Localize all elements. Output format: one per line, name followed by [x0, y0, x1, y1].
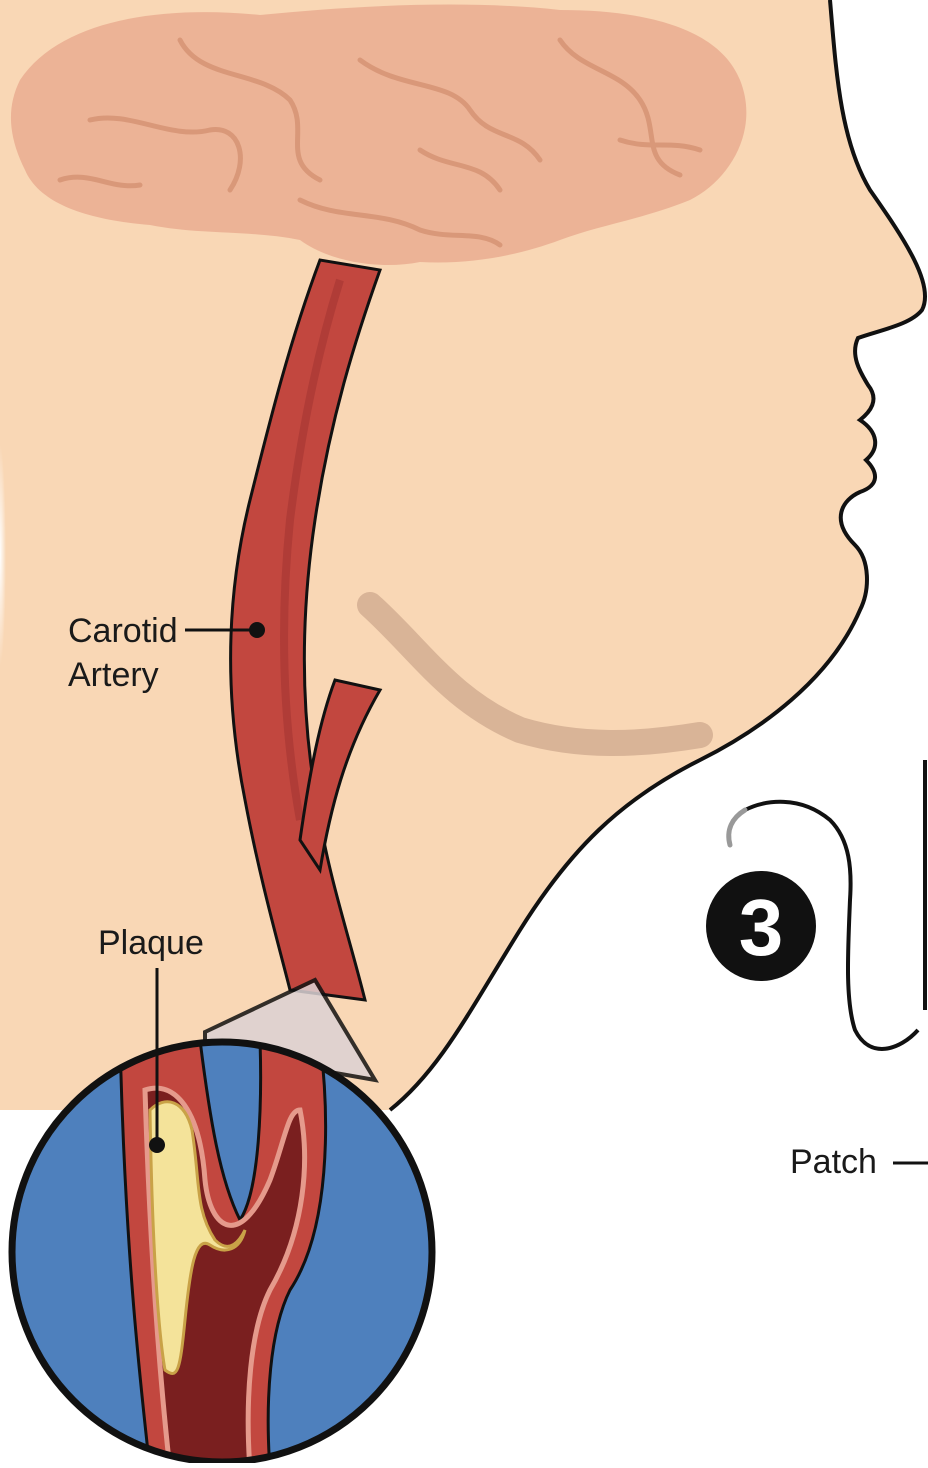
suture-needle: [729, 810, 745, 845]
plaque-leader-dot: [149, 1137, 165, 1153]
step-number: 3: [739, 883, 784, 972]
carotid-label-line1: Carotid: [68, 612, 178, 650]
carotid-label-line2: Artery: [68, 656, 159, 694]
step-badge: 3: [706, 871, 816, 981]
carotid-leader-dot: [249, 622, 265, 638]
patch-label: Patch: [790, 1143, 877, 1181]
plaque-label: Plaque: [98, 924, 204, 962]
zoom-inset: [12, 1040, 432, 1463]
